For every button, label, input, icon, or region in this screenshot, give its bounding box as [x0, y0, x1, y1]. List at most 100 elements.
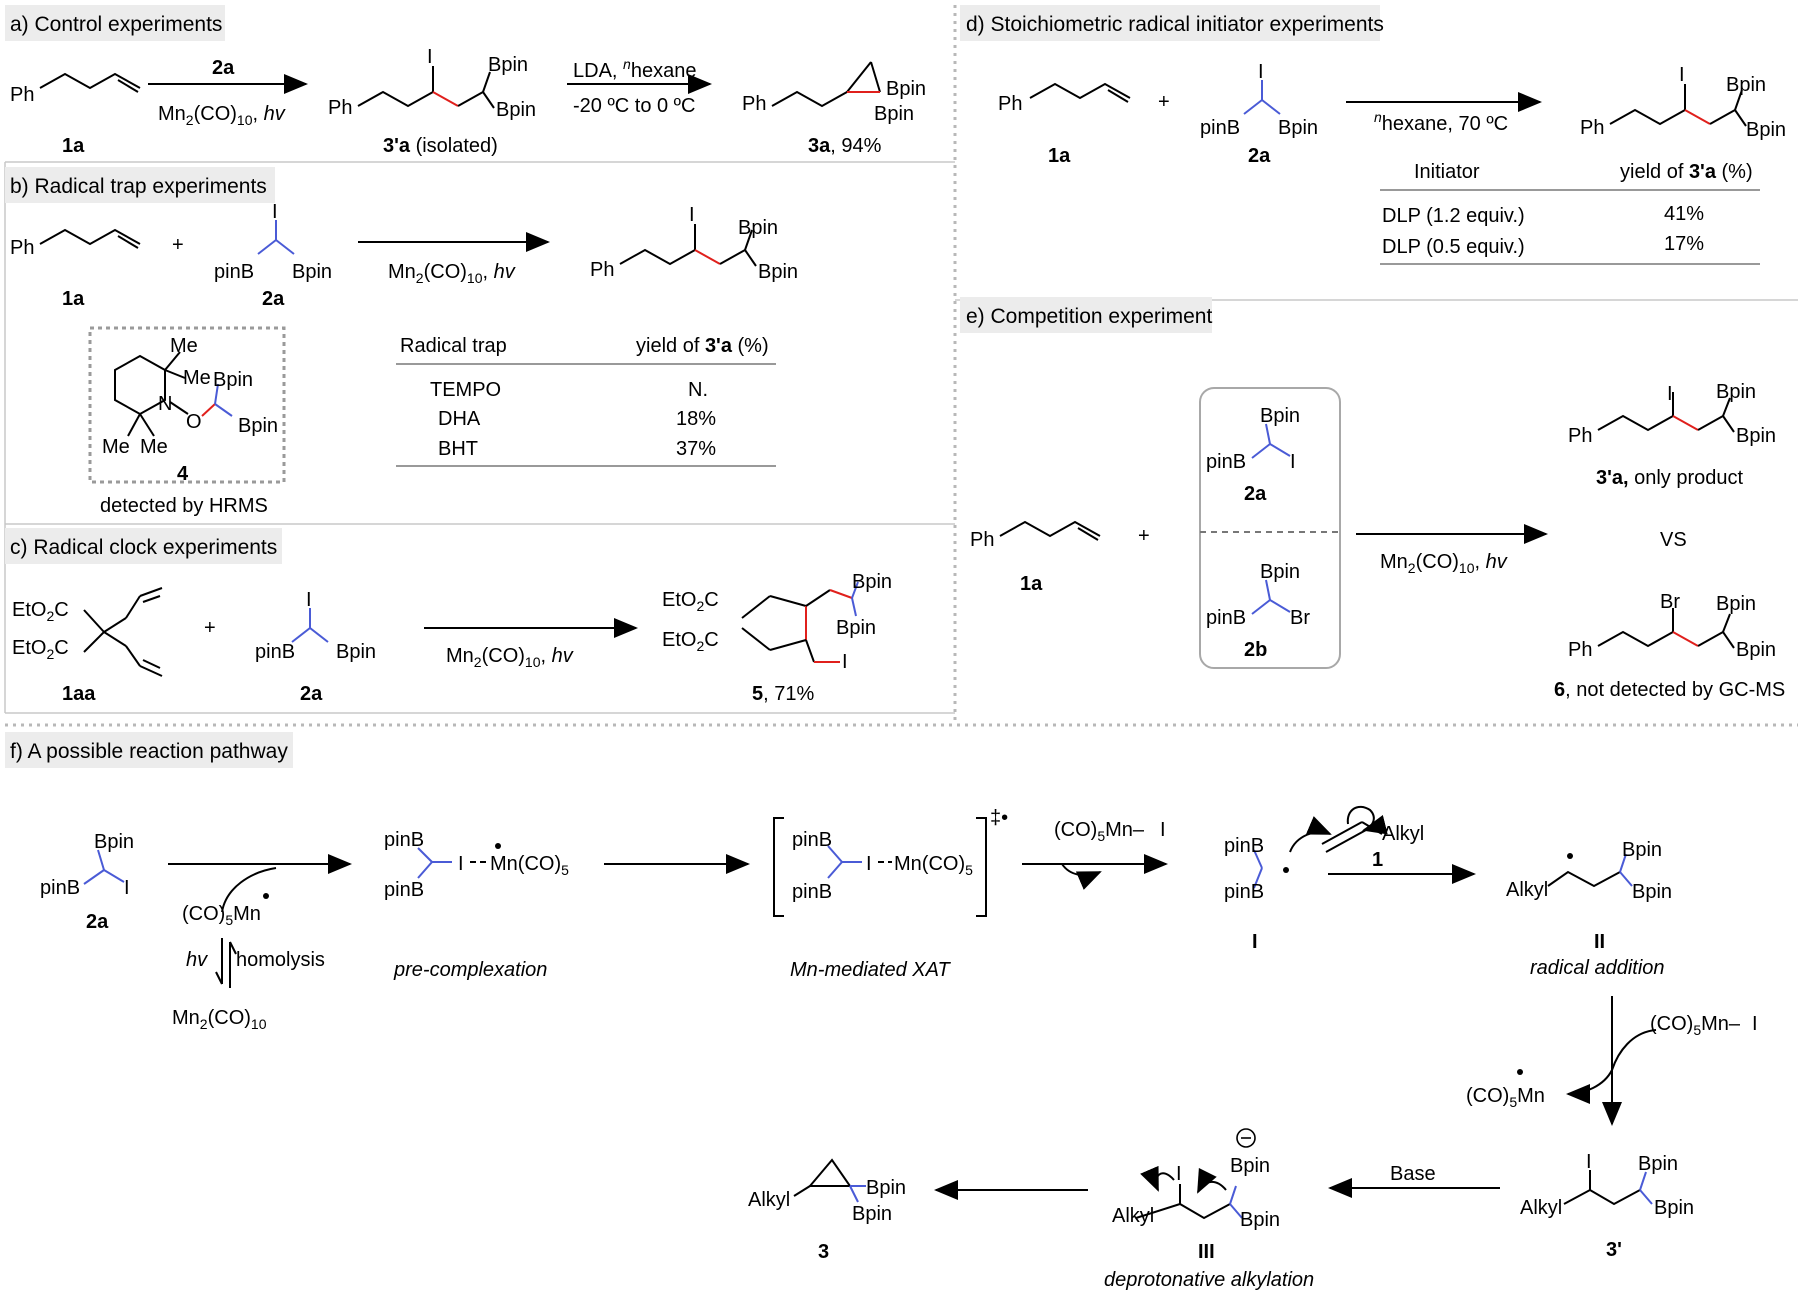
svg-text:Bpin: Bpin: [1736, 425, 1776, 447]
svg-text:pinB: pinB: [1224, 835, 1264, 857]
svg-text:I: I: [1258, 61, 1264, 83]
panel-dividers: [5, 5, 1798, 727]
svg-text:Me: Me: [170, 335, 198, 357]
panel-b-scheme: Ph 1a + I pinB Bpin 2a Mn2(CO)10, hv Ph …: [10, 201, 798, 517]
panel-a-title: a) Control experiments: [10, 13, 222, 36]
label-radical-II: II: [1594, 931, 1605, 953]
panel-f-title: f) A possible reaction pathway: [10, 740, 288, 763]
trap-row-2-yield: 18%: [676, 408, 716, 430]
svg-text:Bpin: Bpin: [1746, 119, 1786, 141]
svg-text:I: I: [1176, 1163, 1182, 1185]
label-3prime: 3': [1606, 1239, 1622, 1261]
svg-text:EtO2C: EtO2C: [12, 637, 69, 662]
svg-text:Ph: Ph: [1568, 425, 1592, 447]
svg-text:Bpin: Bpin: [94, 831, 134, 853]
label-6: 6, not detected by GC-MS: [1554, 679, 1785, 701]
svg-text:+: +: [1158, 91, 1170, 113]
svg-text:Bpin: Bpin: [836, 617, 876, 639]
svg-text:(CO)5Mn: (CO)5Mn: [1466, 1085, 1545, 1110]
svg-text:Bpin: Bpin: [866, 1177, 906, 1199]
label-1a-d: 1a: [1048, 145, 1071, 167]
panel-c-scheme: EtO2C EtO2C 1aa + I pinB Bpin 2a Mn2(CO)…: [12, 571, 892, 705]
svg-text:Ph: Ph: [1580, 117, 1604, 139]
svg-text:Bpin: Bpin: [292, 261, 332, 283]
label-1a: 1a: [62, 135, 85, 157]
svg-text:Ph: Ph: [10, 237, 34, 259]
svg-text:I: I: [272, 201, 278, 223]
structure-4: [114, 351, 233, 437]
svg-text:+: +: [1138, 525, 1150, 547]
svg-text:Mn2(CO)10, hv: Mn2(CO)10, hv: [158, 103, 286, 128]
svg-text:Mn2(CO)10, hv: Mn2(CO)10, hv: [1380, 551, 1508, 576]
structure-3a: [771, 61, 881, 108]
label-3a: 3a, 94%: [808, 135, 882, 157]
svg-text:Ph: Ph: [590, 259, 614, 281]
svg-text:I: I: [306, 589, 312, 611]
svg-text:Bpin: Bpin: [336, 641, 376, 663]
svg-text:Alkyl: Alkyl: [748, 1189, 790, 1211]
reagent-box: [1199, 387, 1341, 669]
svg-text:Bpin: Bpin: [1716, 593, 1756, 615]
svg-text:I: I: [1679, 64, 1685, 86]
svg-text:pinB: pinB: [384, 829, 424, 851]
svg-text:Bpin: Bpin: [1260, 561, 1300, 583]
svg-text:LDA, nhexane: LDA, nhexane: [573, 56, 696, 82]
panel-e-title: e) Competition experiment: [966, 305, 1212, 328]
init-row-2-yield: 17%: [1664, 233, 1704, 255]
svg-text:EtO2C: EtO2C: [662, 589, 719, 614]
svg-text:(CO)5Mn: (CO)5Mn: [182, 903, 261, 928]
svg-text:EtO2C: EtO2C: [662, 629, 719, 654]
label-2a-b: 2a: [262, 288, 285, 310]
panel-d-title: d) Stoichiometric radical initiator expe…: [966, 13, 1384, 36]
svg-text:I: I: [124, 877, 130, 899]
bracket: [773, 817, 987, 917]
svg-text:I: I: [1586, 1151, 1592, 1173]
step-deprotonative-alkylation: deprotonative alkylation: [1104, 1269, 1314, 1291]
label-2b-e: 2b: [1244, 639, 1267, 661]
svg-text:yield of 3'a (%): yield of 3'a (%): [636, 335, 769, 357]
label-1aa: 1aa: [62, 683, 96, 705]
label-2a-d: 2a: [1248, 145, 1271, 167]
svg-text:Br: Br: [1290, 607, 1310, 629]
svg-text:Bpin: Bpin: [213, 369, 253, 391]
svg-text:N: N: [158, 393, 172, 415]
svg-text:EtO2C: EtO2C: [12, 599, 69, 624]
label-3: 3: [818, 1241, 829, 1263]
svg-text:I: I: [689, 204, 695, 226]
svg-text:Bpin: Bpin: [1736, 639, 1776, 661]
svg-text:pinB: pinB: [255, 641, 295, 663]
panel-d-scheme: Ph 1a + I pinB Bpin 2a nhexane, 70 ºC Ph…: [998, 61, 1786, 265]
svg-text:Bpin: Bpin: [874, 103, 914, 125]
svg-text:Bpin: Bpin: [488, 54, 528, 76]
hv-label: hv: [186, 949, 208, 971]
init-table-header-1: Initiator: [1414, 161, 1480, 183]
svg-text:I: I: [1667, 383, 1673, 405]
svg-text:Me: Me: [183, 367, 211, 389]
label-1a-e: 1a: [1020, 573, 1043, 595]
svg-text:Bpin: Bpin: [758, 261, 798, 283]
adduct-4-box: [88, 326, 286, 484]
svg-text:Ph: Ph: [10, 84, 34, 106]
trap-row-1-yield: N.: [688, 379, 708, 401]
panel-c-title: c) Radical clock experiments: [10, 536, 277, 559]
label-5: 5, 71%: [752, 683, 814, 705]
svg-text:Bpin: Bpin: [1632, 881, 1672, 903]
svg-text:Bpin: Bpin: [1278, 117, 1318, 139]
svg-text:Bpin: Bpin: [852, 571, 892, 593]
homolysis-label: homolysis: [236, 949, 325, 971]
label-2a-c: 2a: [300, 683, 323, 705]
adduct-note: detected by HRMS: [100, 495, 268, 517]
trap-row-2-name: DHA: [438, 408, 481, 430]
label-2a-f: 2a: [86, 911, 109, 933]
svg-text:Bpin: Bpin: [1260, 405, 1300, 427]
init-row-1-name: DLP (1.2 equiv.): [1382, 205, 1525, 227]
svg-text:Bpin: Bpin: [852, 1203, 892, 1225]
svg-text:Ph: Ph: [742, 93, 766, 115]
svg-text:I: I: [427, 46, 433, 68]
svg-text:yield of 3'a (%): yield of 3'a (%): [1620, 161, 1753, 183]
svg-text:Mn(CO)5: Mn(CO)5: [490, 853, 569, 878]
svg-text:Ph: Ph: [970, 529, 994, 551]
svg-text:Bpin: Bpin: [1622, 839, 1662, 861]
svg-text:Bpin: Bpin: [238, 415, 278, 437]
svg-text:(CO)5Mn–: (CO)5Mn–: [1054, 819, 1145, 844]
